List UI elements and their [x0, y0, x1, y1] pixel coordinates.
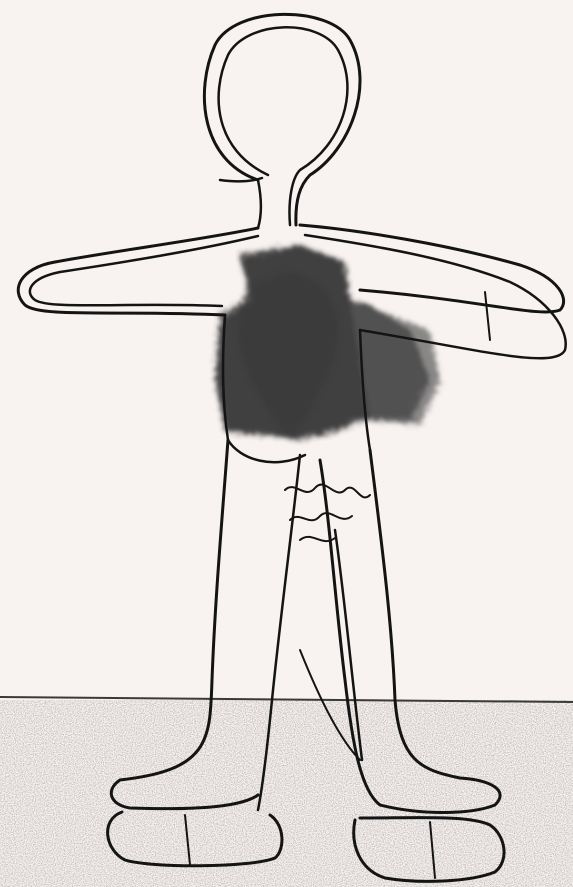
floor-speckle	[0, 700, 573, 887]
